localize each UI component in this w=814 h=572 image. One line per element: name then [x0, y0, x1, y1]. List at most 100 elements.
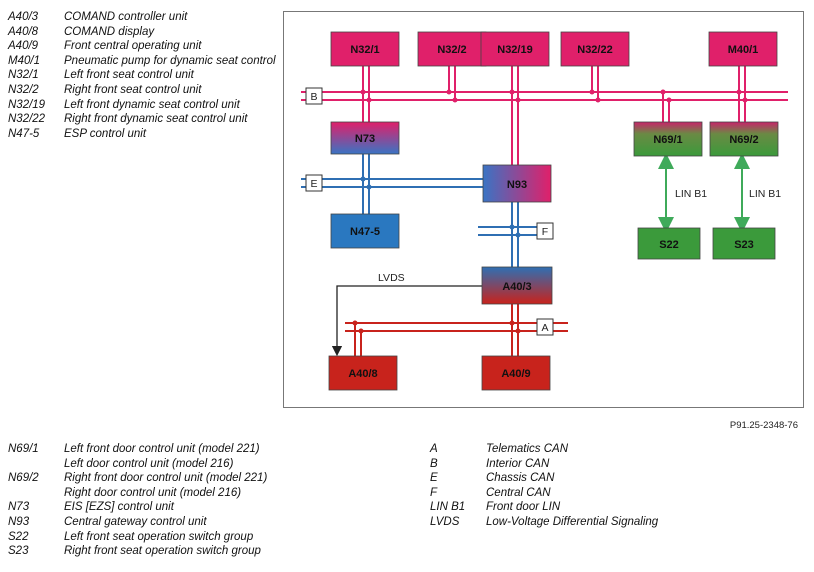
legend-code: B — [430, 457, 438, 470]
bus-tag-e: E — [305, 174, 323, 192]
legend-code: A40/3 — [8, 11, 39, 23]
legend-code: A — [430, 443, 438, 455]
legend-row: N73 EIS [EZS] control unit — [8, 500, 408, 515]
legend-code: S22 — [8, 530, 29, 543]
legend-code: N69/2 — [8, 472, 39, 485]
legend-code: N73 — [8, 501, 30, 514]
legend-desc: Pneumatic pump for dynamic seat control — [64, 54, 276, 67]
legend-row: N32/19 Left front dynamic seat control un… — [8, 98, 278, 113]
box-m40-1: M40/1 — [708, 31, 778, 67]
legend-row: N32/2 Right front seat control unit — [8, 83, 278, 98]
legend-desc: Front central operating unit — [64, 40, 202, 53]
legend-code: N32/1 — [8, 69, 39, 82]
bus-tag-e-label: E — [310, 178, 317, 190]
lin-b1-left-label: LIN B1 — [675, 188, 707, 200]
legend-desc: Left front seat operation switch group — [64, 530, 254, 543]
interior-can-bus — [301, 65, 788, 175]
legend-desc: Left front dynamic seat control unit — [64, 98, 240, 111]
box-n32-2-label: N32/2 — [437, 44, 466, 56]
legend-code: N32/2 — [8, 83, 39, 96]
box-n32-22: N32/22 — [560, 31, 630, 67]
legend-desc: Central CAN — [486, 486, 551, 499]
legend-code: LVDS — [430, 515, 460, 528]
box-a40-9-label: A40/9 — [501, 368, 530, 380]
legend-code: A40/9 — [8, 40, 39, 53]
legend-code: F — [430, 486, 438, 499]
legend-desc: Right front dynamic seat control unit — [64, 113, 248, 126]
legend-code: M40/1 — [8, 54, 40, 67]
legend-row: N32/1 Left front seat control unit — [8, 68, 278, 83]
legend-code: N32/22 — [8, 113, 46, 126]
bus-tag-a: A — [536, 318, 554, 336]
legend-desc: COMAND controller unit — [64, 11, 188, 23]
legend-row: N69/2 Right front door control unit (mode… — [8, 471, 408, 486]
box-s22-label: S22 — [659, 239, 679, 251]
box-n93: N93 — [482, 164, 552, 203]
legend-row: S22 Left front seat operation switch grou… — [8, 530, 408, 545]
bus-tag-f-label: F — [542, 226, 548, 238]
legend-code: LIN B1 — [430, 501, 466, 514]
legend-desc: Central gateway control unit — [64, 515, 207, 528]
box-n32-19: N32/19 — [480, 31, 550, 67]
legend-row: Right door control unit (model 216) — [8, 486, 408, 501]
legend-desc: COMAND display — [64, 25, 155, 38]
legend-desc: Right front seat control unit — [64, 83, 202, 96]
legend-row: A Telematics CAN — [430, 442, 810, 457]
legend-desc: Right front door control unit (model 221… — [64, 472, 268, 485]
legend-row: A40/9 Front central operating unit — [8, 39, 278, 54]
box-a40-3: A40/3 — [481, 266, 553, 305]
legend-desc: ESP control unit — [64, 127, 147, 140]
box-n69-1-label: N69/1 — [653, 134, 682, 146]
box-a40-9: A40/9 — [481, 355, 551, 391]
chassis-can-bus — [301, 153, 483, 215]
legend-code — [8, 457, 64, 472]
lin-b1-right-label: LIN B1 — [749, 188, 781, 200]
legend-desc: Left front seat control unit — [64, 69, 194, 82]
legend-row: F Central CAN — [430, 486, 810, 501]
box-n32-1-label: N32/1 — [350, 44, 379, 56]
box-a40-8-label: A40/8 — [348, 368, 377, 380]
box-n47-5-label: N47-5 — [350, 226, 380, 238]
box-n73-label: N73 — [355, 133, 375, 145]
box-n69-2: N69/2 — [709, 121, 779, 157]
bus-tag-b: B — [305, 87, 323, 105]
bus-tag-f: F — [536, 222, 554, 240]
lvds-link — [331, 285, 483, 357]
legend-desc: Left door control unit (model 216) — [64, 457, 234, 470]
telematics-can-bus — [345, 304, 568, 357]
legend-code: E — [430, 472, 438, 485]
diagram-frame — [283, 11, 804, 408]
box-n32-22-label: N32/22 — [577, 44, 612, 56]
bus-tag-b-label: B — [310, 91, 317, 103]
legend-desc: Interior CAN — [486, 457, 550, 470]
box-a40-3-label: A40/3 — [502, 281, 531, 293]
box-a40-8: A40/8 — [328, 355, 398, 391]
legend-desc: Telematics CAN — [486, 443, 569, 455]
legend-code: N32/19 — [8, 98, 46, 111]
box-n47-5: N47-5 — [330, 213, 400, 249]
box-m40-1-label: M40/1 — [728, 44, 759, 56]
chassis-can-junctions — [360, 176, 372, 190]
legend-code: S23 — [8, 545, 29, 558]
central-can-bus — [478, 202, 545, 269]
legend-row: N32/22 Right front dynamic seat control u… — [8, 112, 278, 127]
legend-row: LVDS Low-Voltage Differential Signaling — [430, 515, 810, 530]
legend-row: M40/1 Pneumatic pump for dynamic seat con… — [8, 54, 278, 69]
box-n32-1: N32/1 — [330, 31, 400, 67]
central-can-junctions — [509, 224, 521, 238]
legend-code — [8, 486, 64, 501]
legend-desc: EIS [EZS] control unit — [64, 501, 174, 514]
legend-code: N47-5 — [8, 127, 40, 140]
legend-desc: Low-Voltage Differential Signaling — [486, 515, 659, 528]
interior-can-junctions — [360, 89, 748, 103]
box-n32-2: N32/2 — [417, 31, 487, 67]
lvds-label: LVDS — [378, 272, 405, 284]
legend-row: Left door control unit (model 216) — [8, 457, 408, 472]
box-n93-label: N93 — [507, 179, 527, 191]
